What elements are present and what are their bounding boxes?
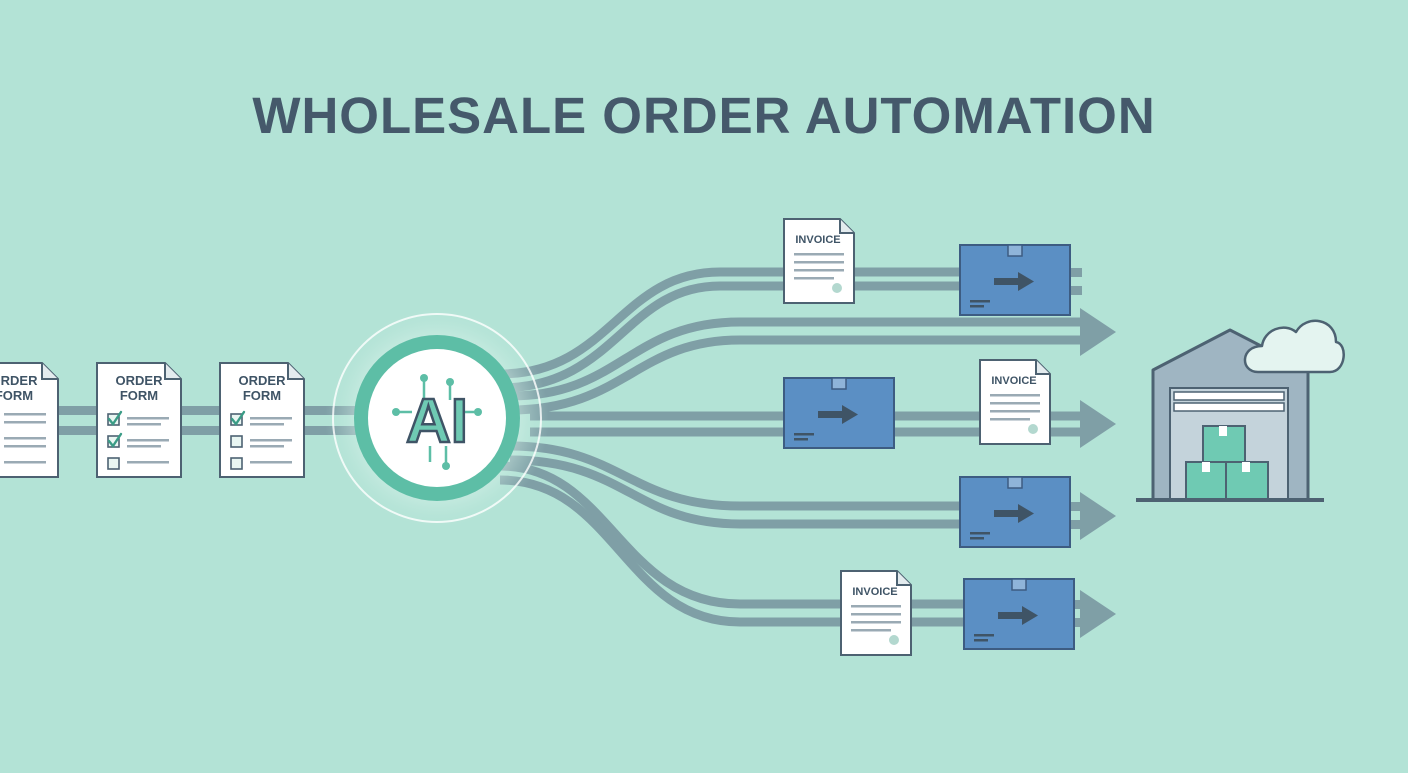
arrow-head-icon <box>1080 492 1116 540</box>
stream-1 <box>499 267 960 379</box>
order-form-2: ORDER FORM <box>96 362 182 478</box>
order-form-subtitle: FORM <box>243 388 281 403</box>
shipping-box-4 <box>963 578 1075 650</box>
stream-4 <box>509 441 960 511</box>
invoice-1: INVOICE <box>783 218 855 304</box>
arrow-head-icon <box>1080 308 1116 356</box>
input-stream <box>0 406 400 435</box>
ai-hub: AI <box>325 306 549 530</box>
arrow-right-icon <box>1018 504 1034 523</box>
ai-label: AI <box>406 387 468 456</box>
diagram-title: WHOLESALE ORDER AUTOMATION <box>252 87 1155 144</box>
shipping-box-3 <box>959 476 1071 548</box>
order-form-title: ORDER <box>239 373 287 388</box>
stream-2 <box>509 317 1082 401</box>
invoice-3: INVOICE <box>840 570 912 656</box>
invoice-label: INVOICE <box>991 375 1036 387</box>
invoice-2: INVOICE <box>979 359 1051 445</box>
order-form-title: ORDER <box>116 373 164 388</box>
shipping-box-1 <box>959 244 1071 316</box>
order-form-title: ORDER <box>0 373 38 388</box>
output-stream-tails <box>1068 268 1082 627</box>
arrow-heads <box>1080 308 1116 638</box>
check-icon <box>230 410 246 427</box>
order-form-subtitle: FORM <box>120 388 158 403</box>
arrow-right-icon <box>1022 606 1038 625</box>
check-icon <box>107 410 123 449</box>
cloud-icon <box>1243 319 1345 374</box>
invoice-label: INVOICE <box>795 234 840 246</box>
stream-5b <box>499 475 964 627</box>
arrow-right-icon <box>1018 272 1034 291</box>
arrow-head-icon <box>1080 400 1116 448</box>
stream-2b <box>509 335 1082 415</box>
order-form-1: ORDER FORM <box>0 362 59 478</box>
stream-4b <box>509 455 960 529</box>
stream-5 <box>499 461 964 609</box>
shipping-box-2 <box>783 377 895 449</box>
order-form-3: ORDER FORM <box>219 362 305 478</box>
arrow-head-icon <box>1080 590 1116 638</box>
arrow-right-icon <box>842 405 858 424</box>
order-form-subtitle: FORM <box>0 388 33 403</box>
invoice-label: INVOICE <box>852 586 897 598</box>
